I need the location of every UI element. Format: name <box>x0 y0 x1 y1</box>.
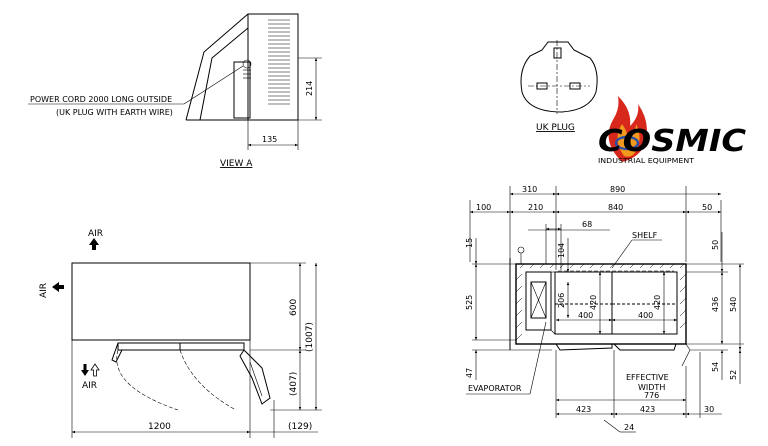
dim-890-label: 890 <box>610 185 625 194</box>
dim-52-label: 52 <box>729 370 738 380</box>
dim-420-left-label: 420 <box>589 295 598 310</box>
vent-louvres <box>268 19 290 105</box>
dim-540-label: 540 <box>729 297 738 312</box>
section-view: 310 890 100 210 840 50 68 104 206 420 4 <box>465 185 744 433</box>
view-a-outline <box>185 13 299 121</box>
flame-icon <box>608 96 647 162</box>
doors-open <box>111 342 271 411</box>
compressor-box-left <box>472 246 552 351</box>
dim-1200-label: 1200 <box>148 422 171 432</box>
evaporator-label: EVAPORATOR <box>468 384 522 393</box>
dim-436-label: 436 <box>711 297 720 312</box>
dim-129-label: (129) <box>288 422 312 432</box>
uk-plug: UK PLUG <box>520 40 598 133</box>
dim-214-label: 214 <box>305 81 314 96</box>
dim-30-label: 30 <box>704 405 714 414</box>
effective-label: EFFECTIVE <box>626 373 669 382</box>
dim-1200: 1200 <box>71 340 251 438</box>
dim-600: 600 <box>250 262 306 351</box>
dim-50-top-label: 50 <box>702 203 712 212</box>
dim-525-label: 525 <box>465 295 474 310</box>
dim-129: (129) <box>250 400 318 438</box>
air-label-left: AIR <box>39 283 49 298</box>
uk-plug-note: (UK PLUG WITH EARTH WIRE) <box>56 108 173 117</box>
logo-subtitle: INDUSTRIAL EQUIPMENT <box>598 157 695 165</box>
dim-400-right-label: 400 <box>638 311 653 320</box>
dim-423-right-label: 423 <box>640 405 655 414</box>
dim-104-label: 104 <box>557 243 566 258</box>
air-arrow-top: AIR <box>88 229 103 250</box>
air-arrow-left: AIR <box>39 282 64 298</box>
dim-135-label: 135 <box>262 135 277 144</box>
dim-400-left-label: 400 <box>578 311 593 320</box>
power-cord-label: POWER CORD 2000 LONG OUTSIDE <box>30 95 172 104</box>
dim-420-right-label: 420 <box>653 295 662 310</box>
air-label-top: AIR <box>88 229 103 239</box>
dim-210-label: 210 <box>528 203 543 212</box>
dim-100-label: 100 <box>476 203 491 212</box>
dim-15-label: 15 <box>465 238 474 248</box>
width-label: WIDTH <box>638 383 665 392</box>
power-cord-leader <box>28 65 244 105</box>
dim-24-label: 24 <box>624 423 634 432</box>
door-gaskets <box>555 343 691 367</box>
dim-50-right-label: 50 <box>711 240 720 250</box>
dim-1007: (1007) <box>305 263 318 410</box>
right-dims: 50 436 540 54 52 <box>686 232 744 384</box>
effective-width-label: 776 <box>644 391 659 400</box>
inner-dims: 104 206 420 420 400 400 <box>556 238 677 334</box>
uk-plug-outline <box>520 41 598 113</box>
logo-text: COSMIC <box>598 124 746 159</box>
dim-423-left-label: 423 <box>576 405 591 414</box>
dim-407: (407) <box>270 350 322 411</box>
evaporator-unit <box>530 281 547 319</box>
insulation-hatch <box>515 263 687 341</box>
cabinet-top-view <box>71 262 251 341</box>
dim-54-label: 54 <box>711 362 720 372</box>
bottom-dims: EFFECTIVE WIDTH 776 423 423 30 24 <box>555 350 722 433</box>
air-label-bottom: AIR <box>82 381 97 391</box>
dim-600-label: 600 <box>289 299 299 316</box>
dim-840-label: 840 <box>608 203 623 212</box>
view-a-title: VIEW A <box>220 159 253 169</box>
shelves <box>555 270 677 305</box>
uk-plug-label: UK PLUG <box>536 123 575 133</box>
dim-135: 135 <box>247 120 299 150</box>
cosmic-logo: COSMIC INDUSTRIAL EQUIPMENT <box>598 96 746 165</box>
view-a: POWER CORD 2000 LONG OUTSIDE (UK PLUG WI… <box>28 13 322 169</box>
air-arrows-bottom: AIR <box>81 363 100 391</box>
plan-view: AIR AIR AIR 1200 <box>39 229 322 438</box>
dim-47-label: 47 <box>465 368 474 378</box>
dim-214: 214 <box>298 57 322 121</box>
top-dims: 310 890 100 210 840 50 68 <box>469 185 722 270</box>
cord-outlet <box>242 59 252 79</box>
earth-pin <box>553 47 562 59</box>
shelf-label: SHELF <box>632 231 658 240</box>
dim-407-label: (407) <box>289 372 299 396</box>
dim-1007-label: (1007) <box>305 322 315 352</box>
dim-310-label: 310 <box>522 185 537 194</box>
evaporator-callout: EVAPORATOR <box>466 321 547 395</box>
shelf-callout: SHELF <box>611 231 662 269</box>
dim-68-label: 68 <box>582 220 592 229</box>
left-dims: 15 525 47 <box>465 238 478 380</box>
dim-206-label: 206 <box>557 293 566 308</box>
